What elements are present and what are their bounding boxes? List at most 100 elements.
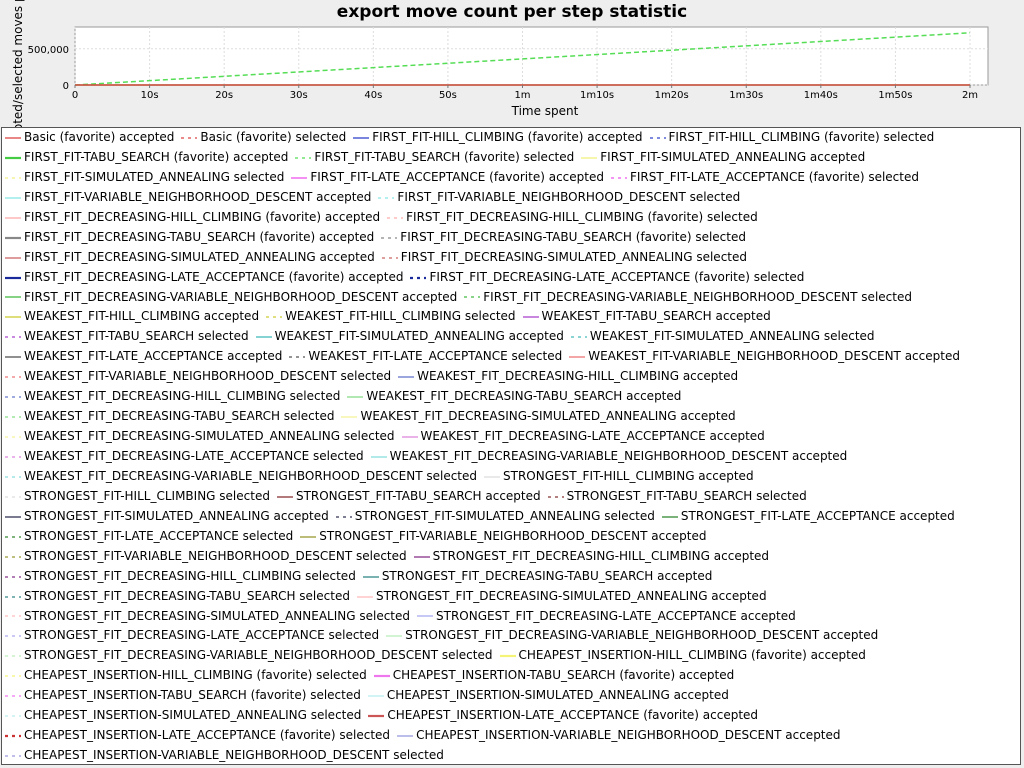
legend-item: STRONGEST_FIT_DECREASING-HILL_CLIMBING a… xyxy=(413,547,770,567)
legend-swatch-icon xyxy=(5,153,21,163)
legend-row: STRONGEST_FIT_DECREASING-HILL_CLIMBING s… xyxy=(2,567,1020,587)
legend-label: STRONGEST_FIT_DECREASING-HILL_CLIMBING a… xyxy=(432,548,770,563)
legend-swatch-icon xyxy=(5,452,21,462)
legend-swatch-icon xyxy=(5,552,21,562)
legend-item: WEAKEST_FIT_DECREASING-HILL_CLIMBING acc… xyxy=(398,367,738,387)
legend-swatch-icon xyxy=(5,352,21,362)
legend-label: FIRST_FIT_DECREASING-SIMULATED_ANNEALING… xyxy=(24,249,375,264)
legend-item: FIRST_FIT_DECREASING-HILL_CLIMBING (favo… xyxy=(387,208,758,228)
legend-swatch-icon xyxy=(381,253,398,263)
x-tick-label: 1m50s xyxy=(878,90,912,101)
y-tick-label: 0 xyxy=(63,81,69,92)
legend-label: FIRST_FIT_DECREASING-TABU_SEARCH (favori… xyxy=(400,229,746,244)
legend-row: CHEAPEST_INSERTION-SIMULATED_ANNEALING s… xyxy=(2,706,1020,726)
legend-label: WEAKEST_FIT_DECREASING-LATE_ACCEPTANCE a… xyxy=(420,429,765,444)
legend-swatch-icon xyxy=(378,193,395,203)
chart-title: export move count per step statistic xyxy=(336,2,688,22)
x-tick-label: 10s xyxy=(141,90,159,101)
legend-label: WEAKEST_FIT-HILL_CLIMBING accepted xyxy=(24,309,260,324)
legend-item: WEAKEST_FIT-SIMULATED_ANNEALING selected xyxy=(570,327,875,347)
legend-label: FIRST_FIT-TABU_SEARCH (favorite) accepte… xyxy=(24,149,289,164)
legend-row: FIRST_FIT-VARIABLE_NEIGHBORHOOD_DESCENT … xyxy=(2,188,1020,208)
legend-swatch-icon xyxy=(547,492,564,502)
legend-swatch-icon xyxy=(295,153,312,163)
legend-item: FIRST_FIT-HILL_CLIMBING (favorite) selec… xyxy=(649,128,934,148)
legend-swatch-icon xyxy=(266,312,283,322)
legend-row: CHEAPEST_INSERTION-LATE_ACCEPTANCE (favo… xyxy=(2,726,1020,746)
legend-label: STRONGEST_FIT_DECREASING-VARIABLE_NEIGHB… xyxy=(405,628,879,643)
legend-label: Basic (favorite) accepted xyxy=(24,130,175,144)
legend-item: STRONGEST_FIT-VARIABLE_NEIGHBORHOOD_DESC… xyxy=(5,547,407,567)
legend-item: FIRST_FIT_DECREASING-SIMULATED_ANNEALING… xyxy=(5,248,375,268)
legend-swatch-icon xyxy=(581,153,598,163)
legend-swatch-icon xyxy=(5,193,21,203)
legend-swatch-icon xyxy=(5,253,21,263)
legend-swatch-icon xyxy=(5,312,21,322)
legend-label: WEAKEST_FIT_DECREASING-HILL_CLIMBING sel… xyxy=(24,389,341,404)
legend-row: STRONGEST_FIT_DECREASING-SIMULATED_ANNEA… xyxy=(2,607,1020,627)
legend-label: FIRST_FIT-VARIABLE_NEIGHBORHOOD_DESCENT … xyxy=(397,189,741,204)
legend-label: FIRST_FIT_DECREASING-LATE_ACCEPTANCE (fa… xyxy=(429,269,805,284)
legend-item: FIRST_FIT-LATE_ACCEPTANCE (favorite) acc… xyxy=(291,168,604,188)
legend-row: WEAKEST_FIT-LATE_ACCEPTANCE accepted WEAK… xyxy=(2,347,1020,367)
legend-row: STRONGEST_FIT_DECREASING-TABU_SEARCH sel… xyxy=(2,587,1020,607)
legend-item: STRONGEST_FIT_DECREASING-SIMULATED_ANNEA… xyxy=(356,587,767,607)
legend-item: WEAKEST_FIT-LATE_ACCEPTANCE accepted xyxy=(5,347,282,367)
legend-row: WEAKEST_FIT-HILL_CLIMBING accepted WEAKES… xyxy=(2,307,1020,327)
legend-item: CHEAPEST_INSERTION-HILL_CLIMBING (favori… xyxy=(499,646,866,666)
legend-item: CHEAPEST_INSERTION-HILL_CLIMBING (favori… xyxy=(5,666,367,686)
legend-swatch-icon xyxy=(386,631,403,641)
x-tick-label: 1m30s xyxy=(729,90,763,101)
legend-item: WEAKEST_FIT_DECREASING-VARIABLE_NEIGHBOR… xyxy=(370,447,847,467)
legend-label: STRONGEST_FIT-TABU_SEARCH accepted xyxy=(295,488,541,503)
legend-swatch-icon xyxy=(5,133,21,143)
legend-item: FIRST_FIT-HILL_CLIMBING (favorite) accep… xyxy=(353,128,643,148)
legend-label: STRONGEST_FIT_DECREASING-VARIABLE_NEIGHB… xyxy=(24,648,493,663)
legend-swatch-icon xyxy=(5,412,21,422)
legend-label: CHEAPEST_INSERTION-VARIABLE_NEIGHBORHOOD… xyxy=(24,748,444,763)
legend-swatch-icon xyxy=(5,572,21,582)
legend-swatch-icon xyxy=(569,352,586,362)
legend-label: WEAKEST_FIT-LATE_ACCEPTANCE selected xyxy=(308,349,563,364)
legend-item: CHEAPEST_INSERTION-LATE_ACCEPTANCE (favo… xyxy=(368,706,758,726)
legend-item: FIRST_FIT-VARIABLE_NEIGHBORHOOD_DESCENT … xyxy=(5,188,371,208)
legend-label: WEAKEST_FIT-HILL_CLIMBING selected xyxy=(285,309,516,324)
legend-label: FIRST_FIT_DECREASING-VARIABLE_NEIGHBORHO… xyxy=(483,289,912,304)
legend-row: STRONGEST_FIT-SIMULATED_ANNEALING accept… xyxy=(2,507,1020,527)
legend-item: STRONGEST_FIT-LATE_ACCEPTANCE selected xyxy=(5,527,293,547)
x-tick-label: 40s xyxy=(364,90,382,101)
legend-label: WEAKEST_FIT_DECREASING-VARIABLE_NEIGHBOR… xyxy=(24,468,478,483)
x-tick-label: 20s xyxy=(215,90,233,101)
x-tick-label: 1m10s xyxy=(580,90,614,101)
legend-swatch-icon xyxy=(370,452,387,462)
legend-row: STRONGEST_FIT-LATE_ACCEPTANCE selected ST… xyxy=(2,527,1020,547)
legend-label: CHEAPEST_INSERTION-LATE_ACCEPTANCE (favo… xyxy=(387,708,759,723)
legend-label: WEAKEST_FIT-VARIABLE_NEIGHBORHOOD_DESCEN… xyxy=(24,369,392,384)
legend-row: WEAKEST_FIT_DECREASING-VARIABLE_NEIGHBOR… xyxy=(2,467,1020,487)
legend-swatch-icon xyxy=(5,472,21,482)
legend-item: WEAKEST_FIT_DECREASING-LATE_ACCEPTANCE s… xyxy=(5,447,364,467)
legend-item: STRONGEST_FIT_DECREASING-VARIABLE_NEIGHB… xyxy=(386,626,878,646)
legend-label: FIRST_FIT-TABU_SEARCH (favorite) selecte… xyxy=(314,149,575,164)
legend-swatch-icon xyxy=(5,273,21,283)
legend-swatch-icon xyxy=(413,552,430,562)
legend-item: STRONGEST_FIT-TABU_SEARCH accepted xyxy=(276,487,541,507)
legend-item: FIRST_FIT_DECREASING-TABU_SEARCH (favori… xyxy=(5,228,374,248)
legend-swatch-icon xyxy=(5,173,21,183)
legend-swatch-icon xyxy=(335,512,352,522)
plot-area xyxy=(74,26,989,86)
legend-swatch-icon xyxy=(387,213,404,223)
legend-item: WEAKEST_FIT_DECREASING-SIMULATED_ANNEALI… xyxy=(5,427,395,447)
legend-label: STRONGEST_FIT_DECREASING-TABU_SEARCH sel… xyxy=(24,588,350,603)
legend-swatch-icon xyxy=(5,671,21,681)
legend-item: WEAKEST_FIT-TABU_SEARCH accepted xyxy=(522,307,771,327)
legend-item: STRONGEST_FIT-VARIABLE_NEIGHBORHOOD_DESC… xyxy=(300,527,707,547)
legend-item: CHEAPEST_INSERTION-SIMULATED_ANNEALING s… xyxy=(5,706,361,726)
legend-swatch-icon xyxy=(367,691,384,701)
legend-label: WEAKEST_FIT_DECREASING-SIMULATED_ANNEALI… xyxy=(360,409,736,424)
legend-swatch-icon xyxy=(5,492,21,502)
